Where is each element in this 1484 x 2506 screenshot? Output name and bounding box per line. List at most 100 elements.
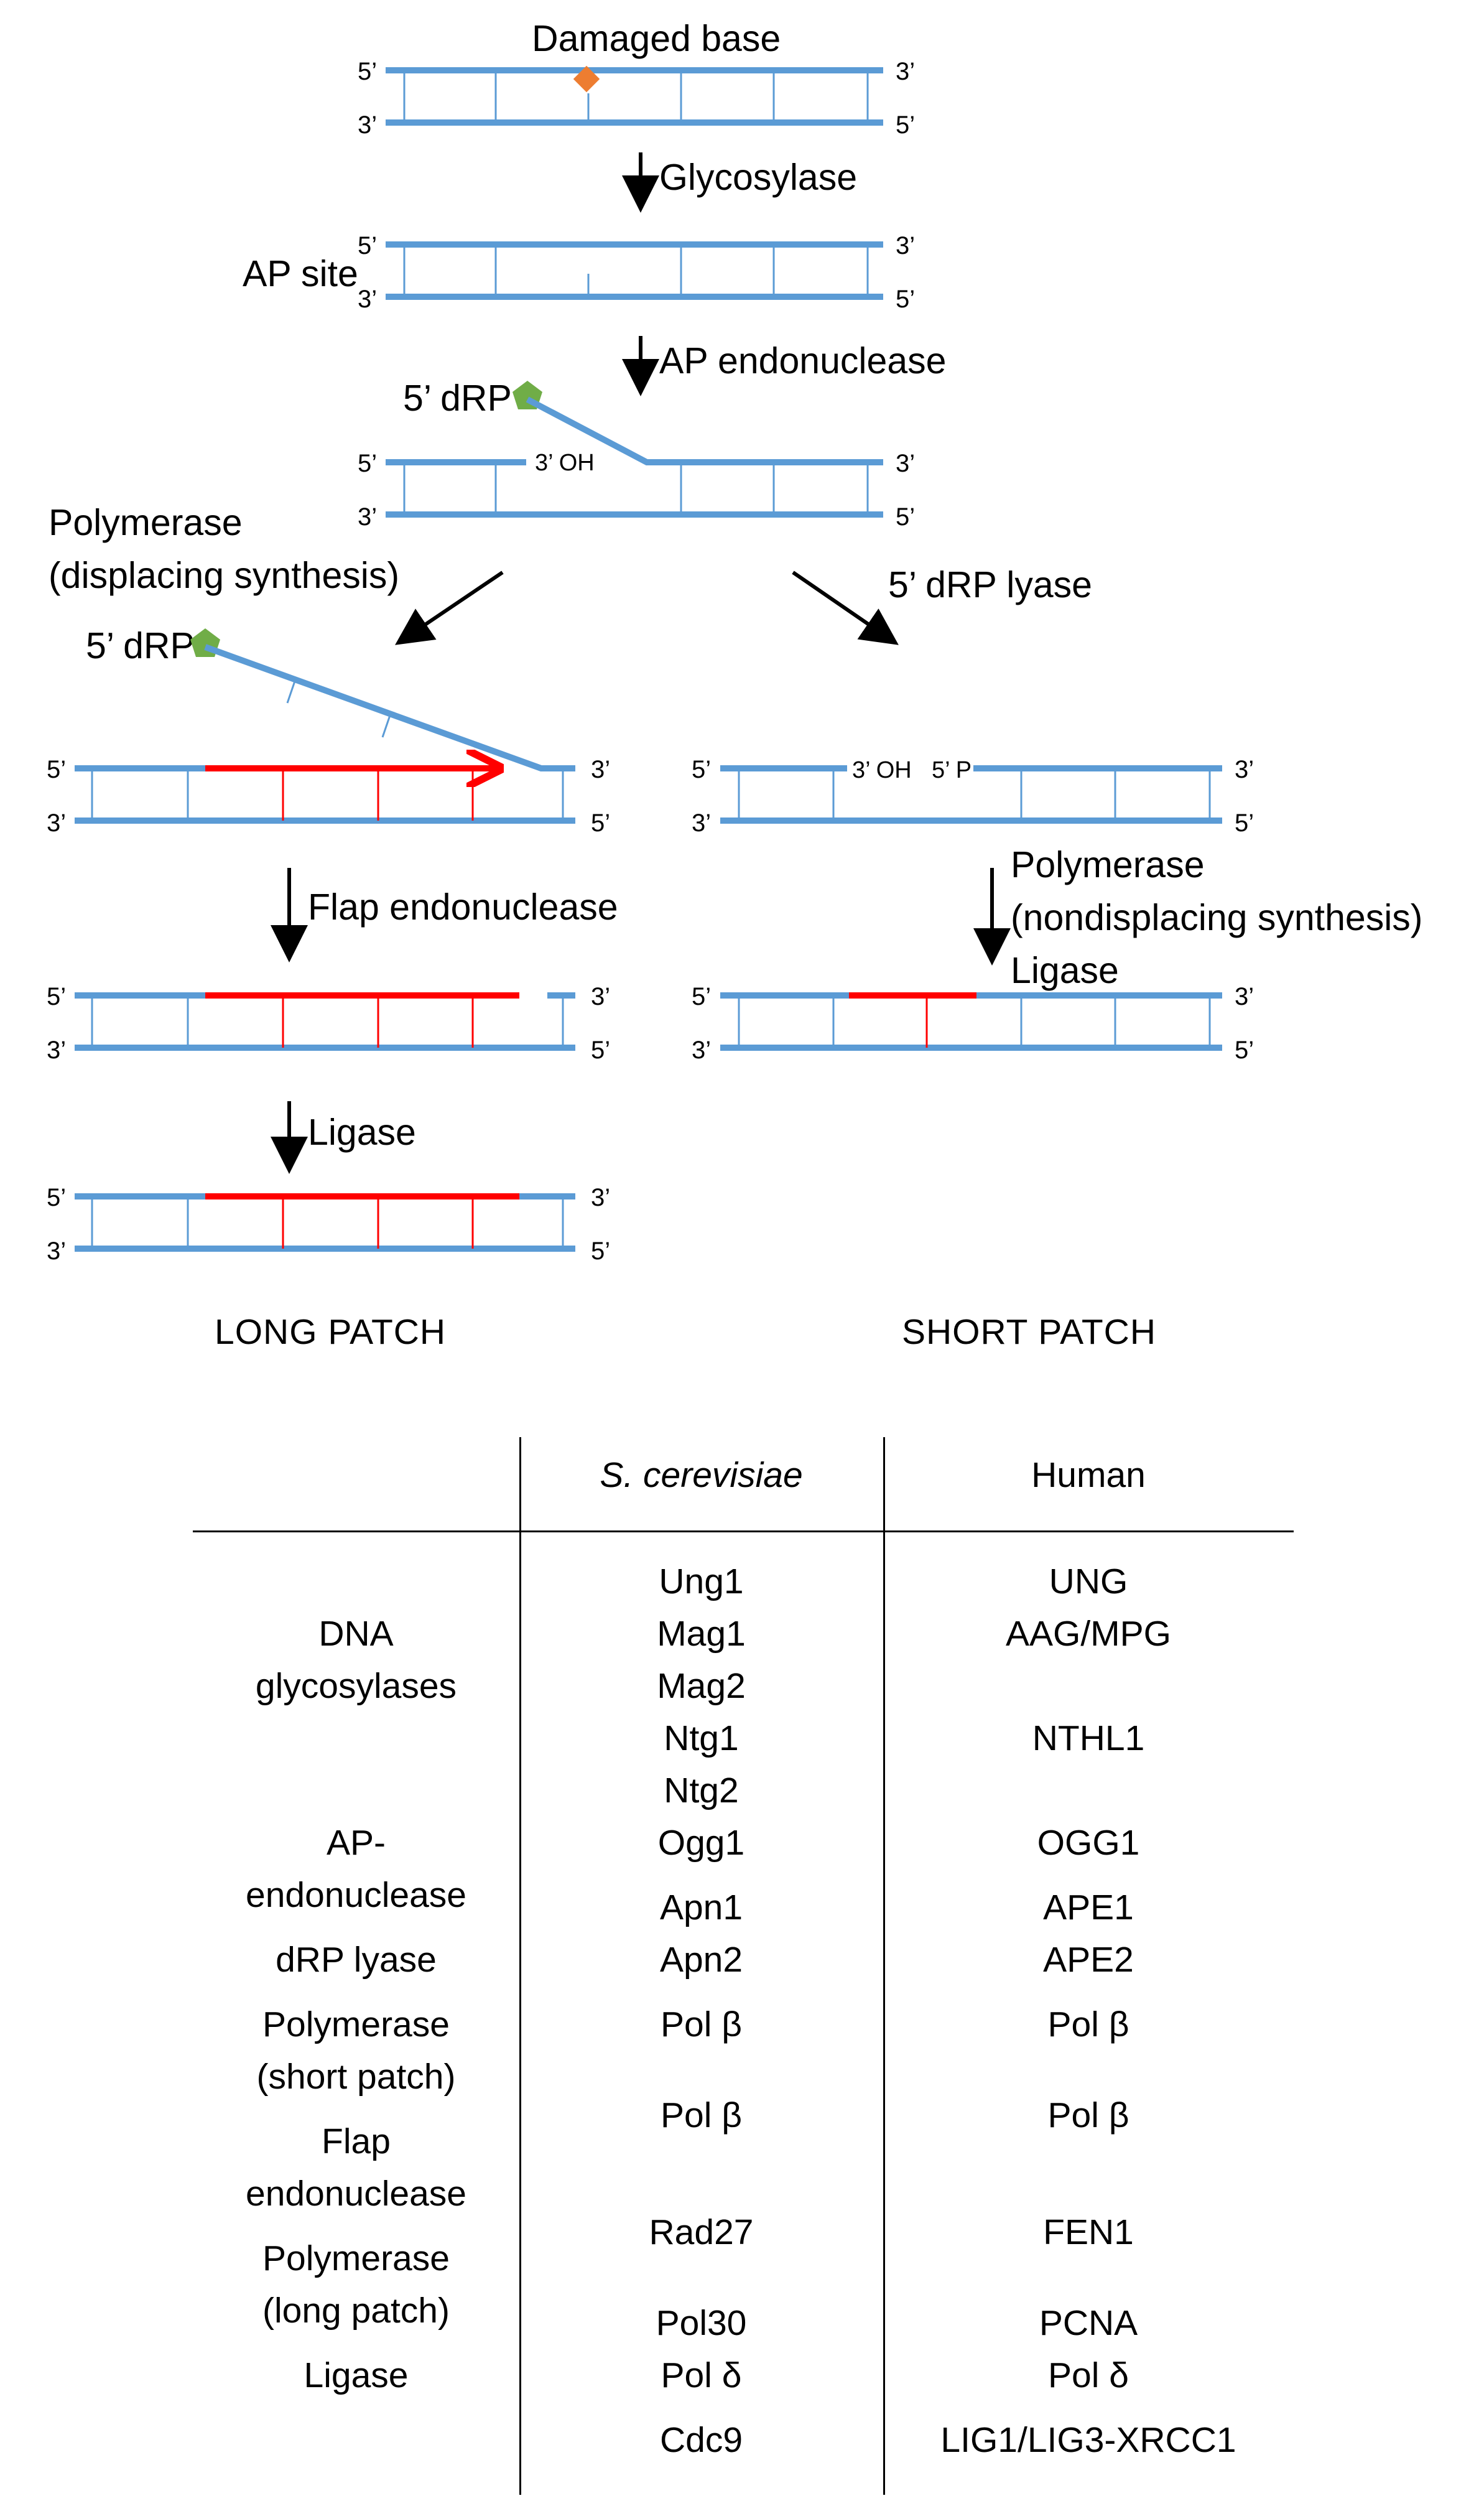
table-cell — [883, 1764, 1294, 1817]
dna-duplex-long-ligated — [75, 1193, 575, 1252]
three-oh-label: 3’ OH — [535, 450, 595, 476]
end-label: 5’ — [692, 983, 711, 1010]
end-label: 5’ — [1235, 1036, 1254, 1064]
end-label: 5’ — [47, 1184, 66, 1211]
drp-label: 5’ dRP — [403, 378, 512, 419]
dna-duplex-damaged — [386, 67, 883, 126]
dna-duplex-nicked — [386, 396, 883, 518]
table-cell: Cdc9 — [659, 2420, 743, 2460]
table-cell: endonuclease — [246, 2174, 466, 2214]
table-cell: Apn1 — [659, 1888, 743, 1927]
end-label: 5’ — [896, 286, 915, 313]
ligase-label: Ligase — [308, 1112, 416, 1153]
table-cell: Pol δ — [1048, 2355, 1129, 2395]
end-label: 3’ — [591, 983, 610, 1010]
table-cell: Apn2 — [659, 1940, 743, 1980]
enzyme-table: S. cerevisiae Human DNA glycosylases AP-… — [193, 1437, 1294, 2495]
table-cell: (short patch) — [256, 2057, 456, 2097]
header-yeast: S. cerevisiae — [600, 1455, 803, 1495]
table-cell: Pol30 — [656, 2303, 747, 2343]
end-label: 5’ — [692, 756, 711, 783]
end-label: 3’ — [358, 111, 377, 139]
yeast-column: Ung1 Mag1 Mag2 Ntg1 Ntg2 Ogg1 Apn1 Apn2 … — [519, 1555, 883, 2466]
dna-duplex-displacing — [75, 644, 575, 824]
table-cell: Mag1 — [657, 1614, 746, 1654]
human-column: UNG AAG/MPG NTHL1 OGG1 APE1 APE2 Pol β P… — [883, 1555, 1294, 2466]
table-cell: APE1 — [1043, 1888, 1134, 1927]
table-cell: NTHL1 — [1032, 1718, 1145, 1758]
table-cell: Rad27 — [649, 2212, 754, 2252]
table-cell: Flap — [322, 2122, 391, 2161]
end-label: 5’ — [896, 503, 915, 531]
end-label: 3’ — [358, 286, 377, 313]
table-cell: UNG — [1049, 1562, 1128, 1601]
table-cell: (long patch) — [262, 2291, 450, 2331]
flap-endonuclease-label: Flap endonuclease — [308, 887, 618, 928]
table-cell: Polymerase — [262, 2238, 450, 2278]
end-label: 5’ — [896, 111, 915, 139]
table-header-rule — [193, 1530, 1294, 1532]
end-label: 3’ — [896, 232, 915, 259]
drp-lyase-label: 5’ dRP lyase — [888, 564, 1092, 605]
table-cell: Pol β — [1047, 2095, 1129, 2135]
table-cell: Ntg1 — [664, 1718, 739, 1758]
table-cell: Ligase — [304, 2355, 409, 2395]
end-label: 5’ — [1235, 809, 1254, 837]
end-label: 5’ — [358, 232, 377, 259]
table-cell: APE2 — [1043, 1940, 1134, 1980]
dna-duplex-gapped — [720, 765, 1222, 824]
end-label: 3’ — [358, 503, 377, 531]
table-cell: Pol β — [1047, 2005, 1129, 2044]
table-cell: Ogg1 — [657, 1823, 745, 1863]
branch-arrow-long — [395, 571, 504, 645]
glycosylase-label: Glycosylase — [659, 157, 857, 198]
table-cell: PCNA — [1039, 2303, 1138, 2343]
table-cell: glycosylases — [255, 1666, 457, 1706]
end-label: 5’ — [591, 1237, 610, 1265]
end-label: 5’ — [591, 1036, 610, 1064]
polymerase-nondisplacing-label: (nondisplacing synthesis) — [1011, 897, 1422, 938]
table-cell: dRP lyase — [276, 1940, 437, 1980]
table-cell: AAG/MPG — [1005, 1614, 1172, 1654]
table-cell: Polymerase — [262, 2005, 450, 2044]
drp-label: 5’ dRP — [86, 625, 195, 666]
table-cell: Ung1 — [659, 1562, 744, 1601]
table-cell: Mag2 — [657, 1666, 746, 1706]
damaged-base-label: Damaged base — [532, 18, 781, 59]
ber-pathway-diagram: Damaged base 5’ 3’ 3’ 5’ Glycosylase AP … — [47, 18, 1422, 1352]
dna-duplex-ap-site — [386, 241, 883, 300]
function-column: DNA glycosylases AP- endonuclease dRP ly… — [193, 1555, 519, 2401]
end-label: 3’ — [47, 809, 66, 837]
three-oh-label: 3’ OH — [852, 757, 912, 783]
table-divider — [883, 1437, 885, 2495]
table-cell: Ntg2 — [664, 1771, 739, 1810]
end-label: 3’ — [591, 1184, 610, 1211]
ap-endonuclease-label: AP endonuclease — [659, 340, 946, 381]
short-patch-label: SHORT PATCH — [902, 1312, 1156, 1352]
ap-site-label: AP site — [243, 253, 358, 294]
dna-duplex-short-ligated — [720, 992, 1222, 1051]
table-cell: LIG1/LIG3-XRCC1 — [940, 2420, 1236, 2460]
end-label: 3’ — [692, 1036, 711, 1064]
end-label: 5’ — [47, 756, 66, 783]
end-label: 3’ — [47, 1036, 66, 1064]
ligase-label: Ligase — [1011, 950, 1119, 991]
table-cell: OGG1 — [1037, 1823, 1140, 1863]
branch-arrow-short — [792, 571, 899, 645]
table-divider — [519, 1437, 521, 2495]
end-label: 5’ — [358, 58, 377, 85]
polymerase-nondisplacing-label: Polymerase — [1011, 844, 1205, 885]
end-label: 5’ — [47, 983, 66, 1010]
dna-duplex-flap-removed — [75, 992, 575, 1051]
table-cell: Pol β — [660, 2095, 742, 2135]
end-label: 3’ — [47, 1237, 66, 1265]
table-cell: DNA — [318, 1614, 394, 1654]
header-human: Human — [1031, 1455, 1146, 1495]
polymerase-displacing-label: (displacing synthesis) — [49, 555, 399, 596]
table-cell: endonuclease — [246, 1875, 466, 1915]
end-label: 3’ — [1235, 983, 1254, 1010]
five-p-label: 5’ P — [932, 757, 972, 783]
end-label: 3’ — [896, 450, 915, 477]
table-cell: AP- — [326, 1823, 386, 1863]
end-label: 3’ — [591, 756, 610, 783]
